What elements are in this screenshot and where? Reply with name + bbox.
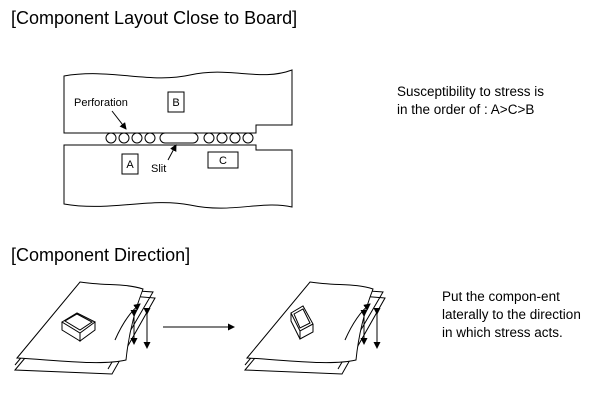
- component-c-box: [207, 151, 239, 169]
- slit-label: Slit: [151, 163, 166, 175]
- perforation-hole: [242, 132, 254, 144]
- perforation-hole: [131, 132, 143, 144]
- component-a-label: A: [126, 159, 134, 171]
- slit-shape: [159, 132, 199, 144]
- slit-pointer: [167, 144, 177, 161]
- perforation-hole: [118, 132, 130, 144]
- board-bend-left: [13, 281, 156, 375]
- board-upper-half: [63, 69, 293, 134]
- direction-note: Put the compon-ent laterally to the dire…: [442, 289, 581, 340]
- stress-arrow: [344, 303, 371, 341]
- component-b-label: B: [172, 97, 179, 109]
- stress-arrow: [114, 303, 141, 341]
- component-c-label: C: [219, 155, 227, 167]
- section-title-layout: [Component Layout Close to Board]: [11, 8, 298, 28]
- perforation-hole: [203, 132, 215, 144]
- perforation-hole: [105, 132, 117, 144]
- component-b-box: [167, 91, 185, 113]
- board-bend-right: [243, 281, 386, 375]
- board-lower-half: [63, 144, 293, 209]
- perforation-pointer: [111, 110, 127, 130]
- perforation-hole: [216, 132, 228, 144]
- stress-order-note: Susceptibility to stress is in the order…: [397, 84, 545, 117]
- perforation-hole: [144, 132, 156, 144]
- perforation-hole: [229, 132, 241, 144]
- section-title-direction: [Component Direction]: [11, 245, 191, 265]
- board-diagram: [63, 69, 293, 209]
- component-a-box: [121, 153, 139, 175]
- perforation-label: Perforation: [74, 97, 128, 109]
